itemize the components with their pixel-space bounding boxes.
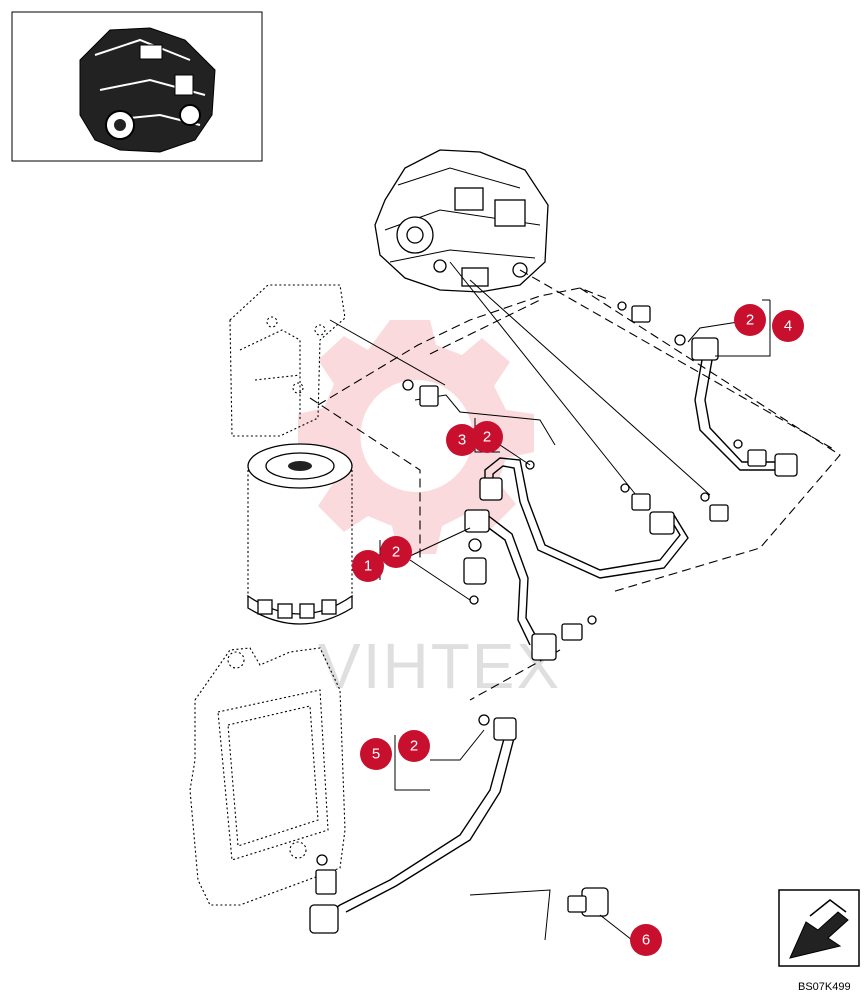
svg-text:5: 5 bbox=[372, 746, 380, 763]
callout-1[interactable]: 1 bbox=[352, 550, 384, 582]
callout-leaders bbox=[409, 321, 739, 941]
svg-text:1: 1 bbox=[364, 558, 372, 575]
svg-text:2: 2 bbox=[746, 312, 754, 329]
callout-5[interactable]: 5 bbox=[360, 738, 392, 770]
callout-2-pipe-bottom[interactable]: 2 bbox=[398, 730, 430, 762]
callout-6[interactable]: 6 bbox=[630, 924, 662, 956]
pipe-bottom bbox=[309, 714, 517, 934]
injection-pump bbox=[374, 149, 549, 293]
orientation-arrow-icon bbox=[778, 889, 860, 967]
callout-2-filter[interactable]: 2 bbox=[380, 536, 412, 568]
svg-text:3: 3 bbox=[458, 432, 466, 449]
drawing-code: BS07K499 bbox=[798, 981, 851, 993]
callout-4[interactable]: 4 bbox=[772, 310, 804, 342]
mounting-bracket bbox=[229, 284, 346, 437]
pipe-lower bbox=[402, 379, 597, 661]
watermark-text: VIHTEX bbox=[318, 630, 561, 702]
leader-lines bbox=[309, 261, 841, 941]
radiator-frame bbox=[189, 647, 346, 906]
engine-thumbnail-icon bbox=[79, 27, 216, 153]
svg-text:2: 2 bbox=[392, 544, 400, 561]
svg-text:4: 4 bbox=[784, 318, 792, 335]
callout-2-pipe-right[interactable]: 2 bbox=[734, 304, 766, 336]
part-6-plug bbox=[567, 887, 609, 917]
callout-2-pipe-middle[interactable]: 2 bbox=[471, 421, 503, 453]
pipe-middle bbox=[479, 457, 729, 579]
pipe-right bbox=[617, 301, 798, 477]
svg-text:2: 2 bbox=[483, 429, 491, 446]
callout-3[interactable]: 3 bbox=[446, 424, 478, 456]
svg-text:6: 6 bbox=[642, 932, 650, 949]
fuel-filter bbox=[247, 443, 353, 625]
svg-text:2: 2 bbox=[410, 738, 418, 755]
watermark-gear bbox=[298, 320, 534, 554]
